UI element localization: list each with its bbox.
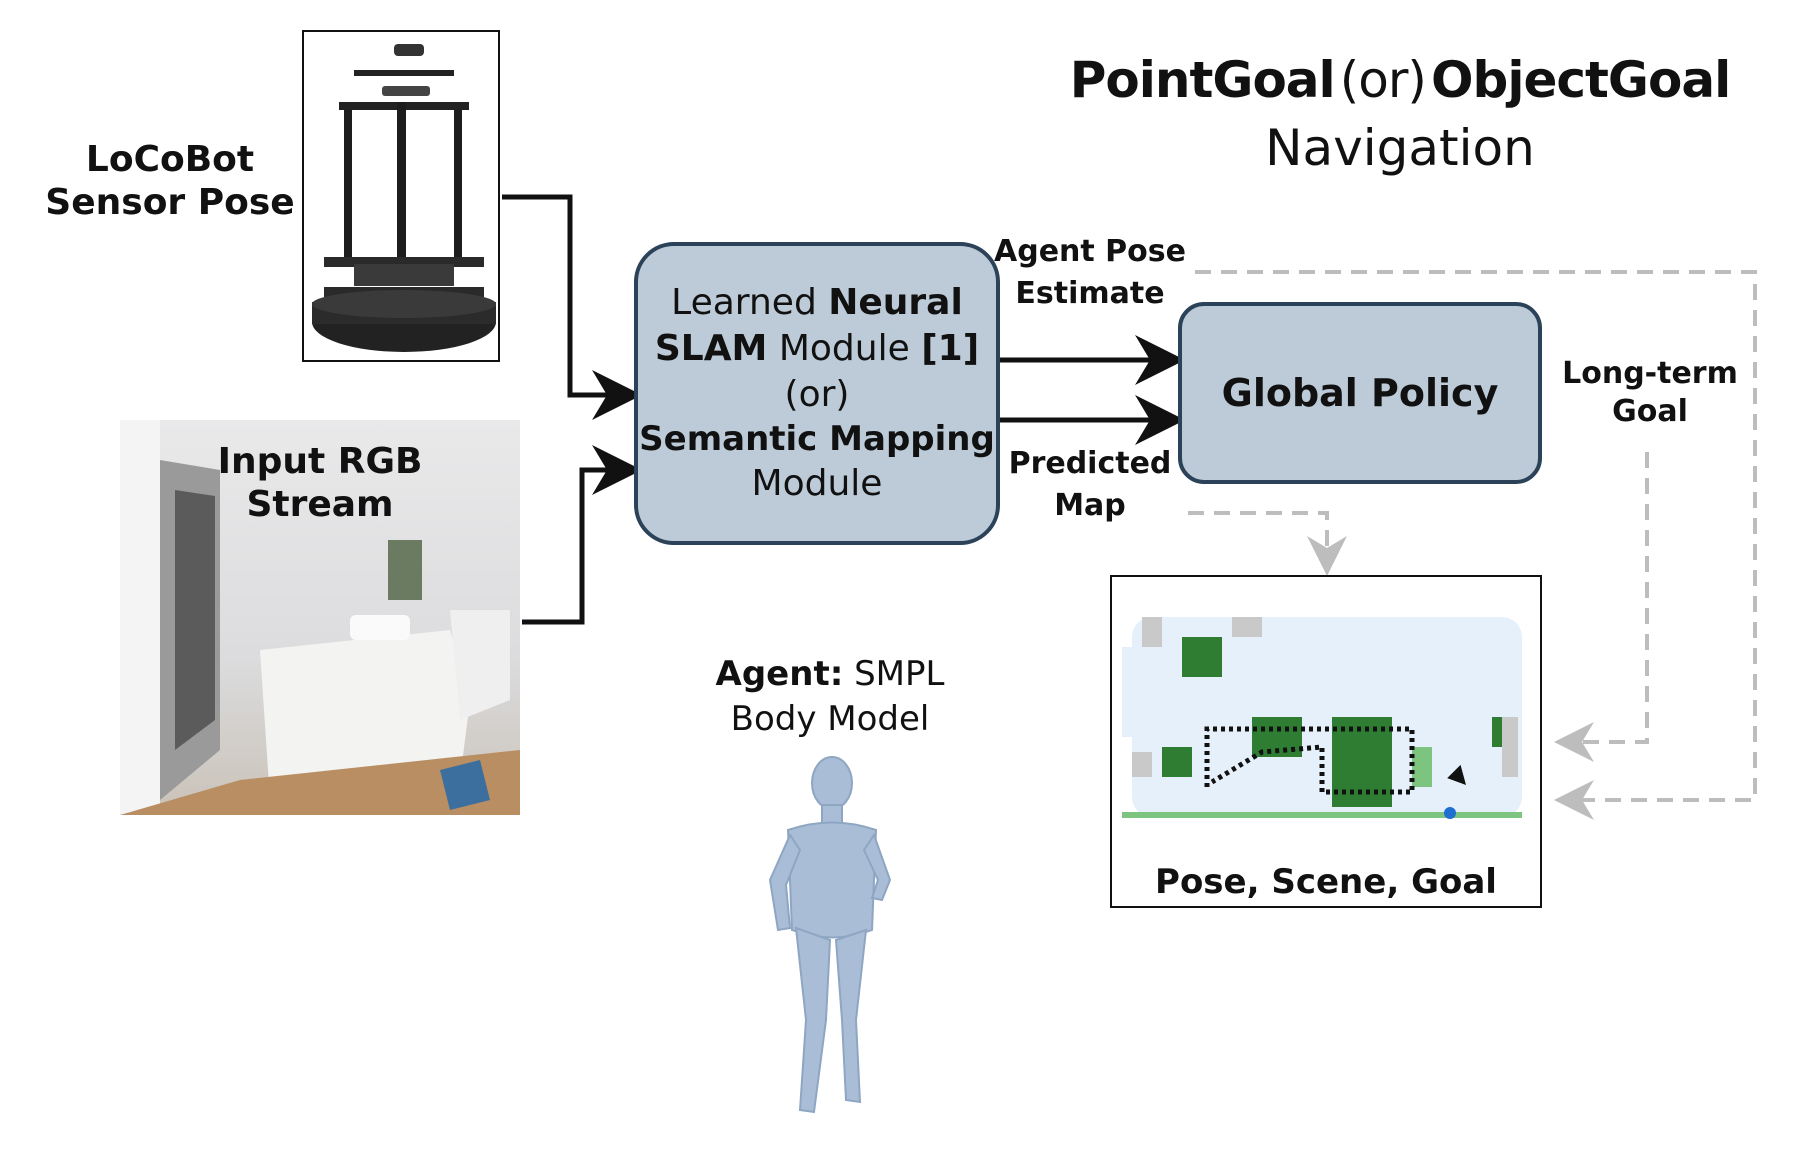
agent-bold: Agent:: [715, 654, 844, 694]
rgb-stream-image: [120, 420, 520, 815]
pointgoal-text: PointGoal: [1069, 51, 1336, 109]
dashed-pose-to-map: [1195, 270, 1757, 820]
or-text: (or): [1339, 51, 1427, 109]
rgb-label-line2: Stream: [246, 484, 394, 526]
predicted-map-label: Predicted Map: [990, 446, 1190, 524]
module-line4: Semantic Mapping: [639, 418, 995, 459]
agent-label: Agent: SMPL Body Model: [680, 654, 980, 740]
agent-label-line2: Body Model: [730, 698, 930, 739]
objectgoal-text: ObjectGoal: [1431, 51, 1731, 109]
module-module: Module: [767, 327, 922, 369]
arrow-rgb-to-module: [522, 445, 642, 625]
module-line2: SLAM Module [1]: [639, 326, 995, 372]
map-caption: Pose, Scene, Goal: [1155, 862, 1497, 902]
long-term-goal-label: Long-term Goal: [1545, 356, 1755, 430]
locobot-image: [302, 30, 500, 362]
dashed-goal-to-map: [1554, 452, 1649, 762]
agent-rest: SMPL: [843, 654, 945, 694]
mapping-module-box: Learned Neural SLAM Module [1] (or) Sema…: [634, 242, 1000, 545]
rgb-label-line1: Input RGB: [217, 441, 423, 482]
title-line-1: PointGoal (or) ObjectGoal: [1040, 50, 1760, 110]
rgb-label: Input RGB Stream: [180, 440, 460, 526]
long-term-line2: Goal: [1612, 394, 1688, 429]
top-down-map: [1122, 617, 1522, 819]
dashed-predicted-to-map: [1188, 511, 1347, 576]
module-line3: (or): [784, 373, 850, 415]
global-policy-box: Global Policy: [1178, 302, 1542, 484]
title-navigation: Navigation: [1265, 119, 1535, 177]
arrow-robot-to-module: [502, 194, 642, 420]
locobot-drawing: [312, 44, 496, 352]
agent-pose-line1: Agent Pose: [994, 234, 1186, 269]
predicted-line2: Map: [1054, 488, 1126, 523]
robot-label-line1: LoCoBot: [85, 139, 255, 180]
agent-label-line1: Agent: SMPL: [680, 654, 980, 695]
predicted-line1: Predicted: [1008, 446, 1172, 481]
module-neural: Neural: [828, 281, 963, 323]
robot-label: LoCoBot Sensor Pose: [40, 138, 300, 224]
map-panel: Pose, Scene, Goal: [1110, 575, 1542, 908]
module-learned: Learned: [671, 281, 829, 323]
module-line5: Module: [751, 463, 883, 505]
module-line1: Learned Neural: [639, 280, 995, 326]
bedroom-drawing: [120, 420, 520, 815]
global-policy-label: Global Policy: [1221, 371, 1499, 415]
robot-label-line2: Sensor Pose: [45, 182, 295, 224]
module-ref: [1]: [921, 327, 980, 369]
agent-pose-label: Agent Pose Estimate: [990, 234, 1190, 312]
long-term-line1: Long-term: [1562, 356, 1738, 391]
agent-pose-line2: Estimate: [1015, 276, 1165, 311]
module-slam: SLAM: [654, 327, 768, 369]
